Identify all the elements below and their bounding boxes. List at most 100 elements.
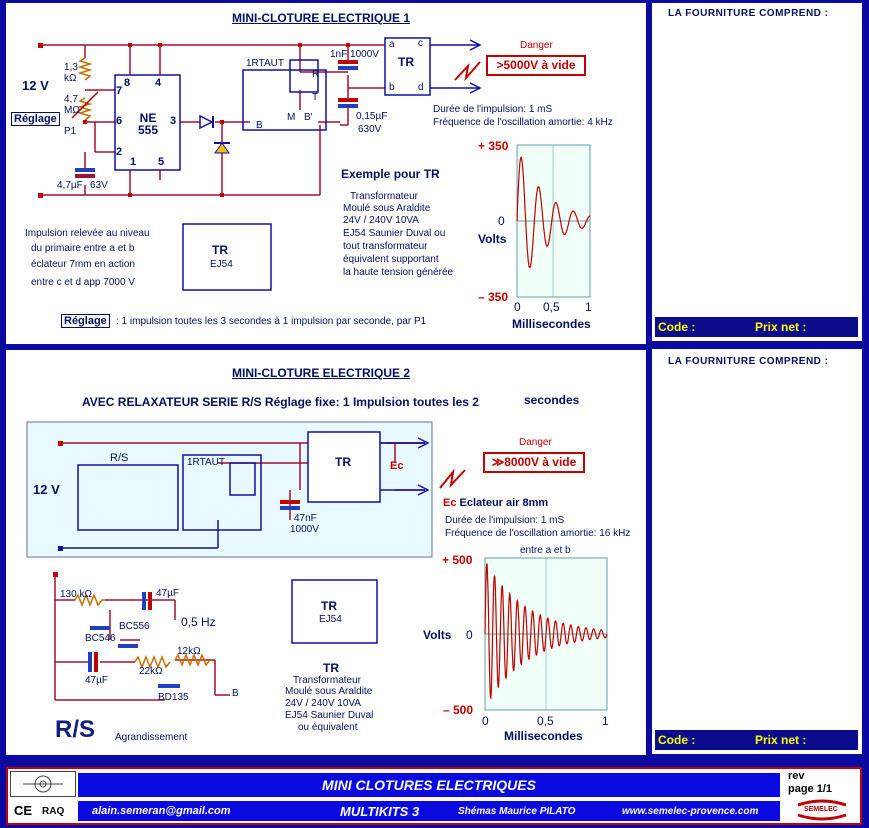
- example-line-2: Moulé sous Araldite: [343, 203, 431, 214]
- circuit-2-subtitle: AVEC RELAXATEUR SERIE R/S Réglage fixe: …: [82, 395, 479, 409]
- multikits-label: MULTIKITS 3: [340, 804, 420, 819]
- tr-label-2: TR: [335, 455, 351, 469]
- danger-label-1: Danger: [520, 40, 553, 51]
- impulse-duration-2: Durée de l'impulsion: 1 mS: [445, 515, 565, 526]
- footer: MINI CLOTURES ELECTRIQUES rev page 1/1 C…: [6, 767, 862, 825]
- chart2-ytick-bottom: – 500: [443, 703, 474, 717]
- c47a-label: 47µF: [156, 588, 179, 599]
- ec-label: Ec: [390, 460, 404, 472]
- chart2-ytick-zero: 0: [466, 628, 473, 642]
- thy-pin-bp: B': [304, 112, 313, 123]
- pin-5: 5: [158, 156, 165, 168]
- tr-line-2: Moulé sous Araldite: [285, 686, 373, 697]
- chart2-xtick-05: 0,5: [537, 714, 554, 728]
- reglage-note-label: Réglage: [61, 314, 110, 328]
- chart1-xtick-1: 1: [585, 300, 592, 314]
- reglage-label-1: Réglage: [11, 112, 60, 126]
- circuit-1-title: MINI-CLOTURE ELECTRIQUE 1: [232, 11, 411, 25]
- example-line-6: équivalent supportant: [343, 254, 439, 265]
- bd135-label: BD135: [158, 692, 189, 703]
- tr-small-label-1: TR: [212, 243, 228, 257]
- supply-voltage-1: 12 V: [22, 78, 49, 93]
- bc546-label: BC546: [85, 633, 116, 644]
- chart1-ytick-bottom: – 350: [478, 290, 509, 304]
- panel-fourniture-1: [652, 3, 862, 341]
- semelec-logo-icon: [797, 799, 847, 821]
- example-line-3: 24V / 240V 10VA: [343, 215, 419, 226]
- pin-6: 6: [116, 115, 123, 127]
- tr-line-3: 24V / 240V 10VA: [285, 698, 361, 709]
- chart1-xtick-0: 0: [514, 300, 521, 314]
- chart2-xtick-0: 0: [482, 714, 489, 728]
- tr-pin-d: d: [418, 82, 424, 93]
- chart-2-plot: [484, 557, 608, 711]
- page-label: page 1/1: [788, 783, 833, 795]
- price-label-1: Prix net :: [755, 320, 807, 334]
- chart2-xlabel: Millisecondes: [504, 729, 583, 743]
- pin-4: 4: [155, 77, 162, 89]
- impulse-duration-1: Durée de l'impulsion: 1 mS: [433, 104, 553, 115]
- tr-small-sub-2: EJ54: [319, 614, 342, 625]
- tr-label-1: TR: [398, 55, 414, 69]
- b-terminal: B: [232, 688, 239, 699]
- cap-47nf-voltage: 1000V: [290, 524, 319, 535]
- circuit-2-subtitle-tail: secondes: [524, 393, 580, 407]
- code-label-2: Code :: [658, 733, 696, 747]
- pin-8: 8: [124, 77, 131, 89]
- r12-label: 12kΩ: [177, 646, 201, 657]
- note-line-3: éclateur 7mm en action: [31, 259, 135, 270]
- r130-label: 130 kΩ: [60, 589, 92, 600]
- c47b-label: 47µF: [85, 675, 108, 686]
- note-line-4: entre c et d app 7000 V: [31, 277, 135, 288]
- supply-voltage-2: 12 V: [33, 482, 60, 497]
- cap-015uf: 0,15µF: [356, 111, 388, 122]
- chart-1-plot: [516, 144, 591, 298]
- cap-47nf: 47nF: [294, 513, 317, 524]
- website[interactable]: www.semelec-provence.com: [622, 806, 759, 817]
- thy-pin-m: M: [287, 112, 296, 123]
- chart1-xtick-05: 0,5: [543, 300, 560, 314]
- reglage-note: : 1 impulsion toutes les 3 secondes à 1 …: [116, 316, 427, 327]
- semelec-logo-text: SEMELEC: [804, 806, 838, 813]
- thy-pin-b: B: [256, 120, 263, 131]
- footer-title: MINI CLOTURES ELECTRIQUES: [78, 773, 780, 797]
- r1-label: 1,3 kΩ: [64, 62, 78, 84]
- freq-05hz: 0,5 Hz: [181, 615, 216, 629]
- footer-logo-box: [10, 771, 76, 797]
- tr-small-sub-1: EJ54: [210, 259, 233, 270]
- chart1-xlabel: Millisecondes: [512, 317, 591, 331]
- chart2-ylabel: Volts: [423, 628, 452, 642]
- thyristor-label-1: 1RTAUT: [246, 58, 284, 69]
- r22-label: 22kΩ: [139, 666, 163, 677]
- note-line-1: Impulsion relevée au niveau: [25, 228, 150, 239]
- cap-015uf-voltage: 630V: [358, 124, 382, 135]
- panel-fourniture-2: [652, 349, 862, 754]
- thyristor-label-2: 1RTAUT: [187, 457, 225, 468]
- fourniture-title-1: LA FOURNITURE COMPREND :: [668, 8, 829, 19]
- code-label-1: Code :: [658, 320, 696, 334]
- email[interactable]: alain.semeran@gmail.com: [92, 805, 231, 817]
- example-line-7: la haute tension générée: [343, 267, 454, 278]
- tr-pin-b: b: [389, 82, 395, 93]
- rs-big-label: R/S: [55, 716, 96, 743]
- p1-value: 4,7 MΩ: [64, 94, 80, 116]
- thy-pin-r: R: [312, 69, 320, 80]
- price-label-2: Prix net :: [755, 733, 807, 747]
- tr-small-label-2: TR: [321, 599, 337, 613]
- rs-label: R/S: [110, 452, 129, 464]
- ec-label-2: Ec: [443, 497, 457, 509]
- example-title: Exemple pour TR: [341, 167, 440, 181]
- eclateur-text: Eclateur air 8mm: [459, 497, 549, 509]
- pin-7: 7: [116, 85, 123, 97]
- p1-label: P1: [64, 126, 77, 137]
- danger-label-2: Danger: [519, 437, 552, 448]
- chart2-xtick-1: 1: [602, 714, 609, 728]
- circuit-2-title: MINI-CLOTURE ELECTRIQUE 2: [232, 366, 411, 380]
- bc556-label: BC556: [119, 621, 150, 632]
- rev-label: rev: [788, 770, 805, 782]
- example-line-4: EJ54 Saunier Duval ou: [343, 228, 446, 239]
- thy-pin-t: T: [312, 92, 319, 103]
- cap1-label: 4,7µF: [57, 180, 83, 191]
- oscillation-freq-2: Fréquence de l'oscillation amortie: 16 k…: [445, 528, 631, 539]
